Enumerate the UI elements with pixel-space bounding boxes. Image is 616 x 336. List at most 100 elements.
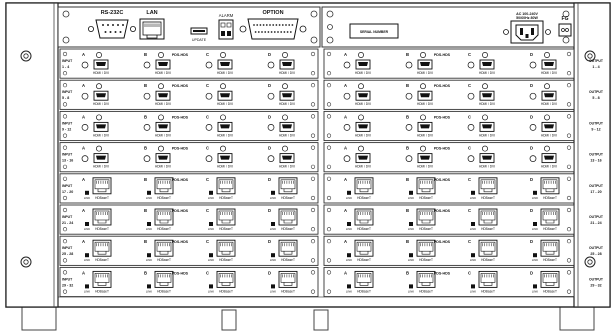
port-select-button[interactable] bbox=[81, 124, 89, 131]
port-select-button[interactable] bbox=[405, 92, 413, 100]
port-select-button[interactable] bbox=[205, 61, 213, 69]
option-port[interactable] bbox=[239, 18, 307, 40]
port-select-button[interactable] bbox=[81, 61, 89, 69]
port-select-button[interactable] bbox=[467, 155, 475, 162]
port-select-button[interactable] bbox=[267, 92, 275, 100]
port-select-button[interactable] bbox=[81, 92, 89, 100]
port-select-button[interactable] bbox=[405, 155, 413, 162]
port-select-button[interactable] bbox=[405, 61, 413, 69]
port-select-button[interactable] bbox=[267, 155, 275, 162]
port-select-button[interactable] bbox=[343, 124, 351, 131]
alarm-terminal[interactable] bbox=[218, 19, 234, 40]
port-select-button[interactable] bbox=[529, 92, 537, 100]
port-select-button[interactable] bbox=[267, 124, 275, 131]
port-select-button[interactable] bbox=[343, 155, 351, 162]
rs232c-port[interactable] bbox=[88, 19, 136, 39]
port-select-button[interactable] bbox=[143, 124, 151, 131]
update-port[interactable] bbox=[190, 27, 208, 35]
port-select-button[interactable] bbox=[343, 92, 351, 100]
port-select-button[interactable] bbox=[205, 92, 213, 100]
port-select-button[interactable] bbox=[81, 155, 89, 162]
port-select-button[interactable] bbox=[529, 124, 537, 131]
port-select-button[interactable] bbox=[467, 92, 475, 100]
port-select-button[interactable] bbox=[143, 155, 151, 162]
port-select-button[interactable] bbox=[143, 92, 151, 100]
port-select-button[interactable] bbox=[467, 61, 475, 69]
port-select-button[interactable] bbox=[405, 124, 413, 131]
port-select-button[interactable] bbox=[529, 155, 537, 162]
port-select-button[interactable] bbox=[205, 124, 213, 131]
lan-port[interactable] bbox=[139, 18, 165, 40]
port-select-button[interactable] bbox=[267, 61, 275, 69]
power-inlet[interactable] bbox=[503, 20, 551, 44]
port-select-button[interactable] bbox=[343, 61, 351, 69]
port-select-button[interactable] bbox=[143, 61, 151, 69]
fg-terminal[interactable] bbox=[558, 23, 572, 37]
port-select-button[interactable] bbox=[467, 124, 475, 131]
port-select-button[interactable] bbox=[529, 61, 537, 69]
port-select-button[interactable] bbox=[205, 155, 213, 162]
